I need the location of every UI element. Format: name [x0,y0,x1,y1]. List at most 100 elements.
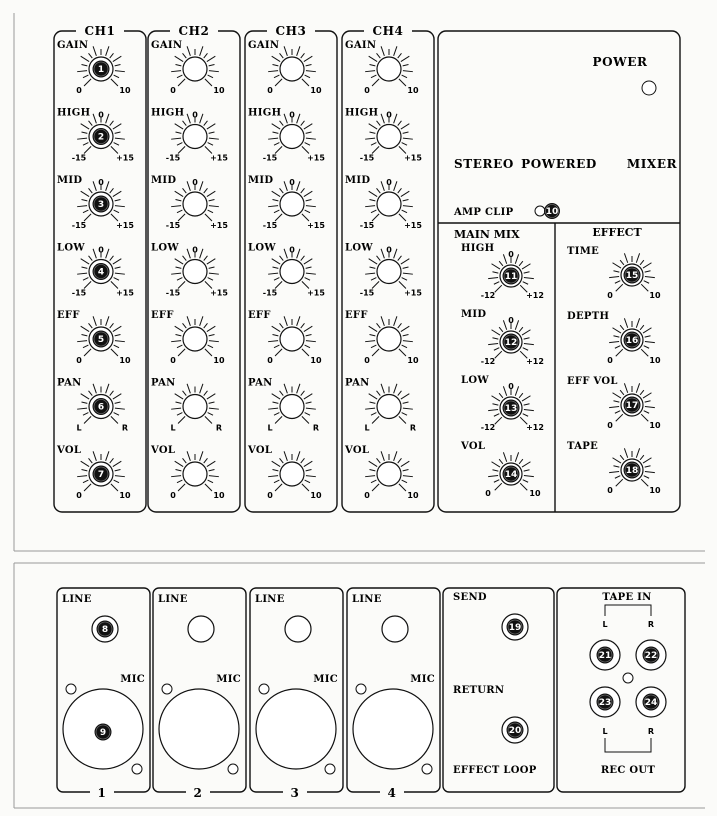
knob-tick [488,408,499,412]
knob-tick [279,188,284,194]
knob-tick [518,458,524,465]
knob-tick [300,53,305,59]
knob-low[interactable] [365,248,413,289]
knob-label-eff: EFF [151,310,174,321]
xlr-screw [161,683,173,695]
knob-tick [518,260,524,267]
xlr-screw [65,683,77,695]
knob-min-label: 0 [267,491,273,500]
xlr-jack[interactable] [352,688,434,770]
knob-mid[interactable] [268,181,316,222]
knob-low[interactable] [171,248,219,289]
knob-tick [305,334,312,337]
knob-tick [369,334,376,337]
knob-tick [279,458,284,464]
knob-tick [304,142,311,146]
callout-13: 13 [502,399,520,417]
knob-tick [619,324,625,331]
knob-tick [274,146,283,154]
knob-tick [371,281,380,289]
knob-vol[interactable] [171,451,219,492]
knob-eff[interactable] [171,316,219,357]
knob-tick [88,390,93,396]
knob-min-label: 0 [267,356,273,365]
knob-tick [175,266,182,269]
knob-tick [380,181,385,191]
callout-ring [97,621,113,637]
knob-tick [613,335,620,338]
knob-tick [199,316,204,326]
knob-max-label: +15 [116,154,134,163]
knob-max-label: 10 [213,491,225,500]
knob-gain[interactable] [365,46,413,87]
power-led[interactable] [641,80,657,96]
knob-tick [402,137,413,140]
knob-max-label: R [216,424,222,433]
effect-loop-label: EFFECT LOOP [453,765,537,776]
knob-tick [110,213,119,222]
knob-body [376,191,402,217]
callout-number: 2 [98,133,104,143]
knob-tick [514,386,520,396]
knob-tick [114,272,125,275]
knob-tick [114,407,125,410]
knob-eff[interactable] [268,316,316,357]
knob-vol[interactable] [268,451,316,492]
line-jack[interactable] [381,615,409,643]
knob-tick [304,209,311,214]
knob-pan[interactable] [171,383,219,424]
knob-tick [273,412,280,416]
xlr-screw [421,763,433,775]
knob-body [279,326,305,352]
knob-eff[interactable] [365,316,413,357]
knob-tick [401,412,408,416]
knob-tick [109,53,114,59]
line-jack[interactable] [284,615,312,643]
knob-vol[interactable] [365,451,413,492]
knob-tick [398,281,407,289]
knob-tick [521,329,531,336]
knob-tick [283,248,288,259]
knob-tick [640,283,649,292]
knob-tick [110,146,119,154]
knob-mid[interactable] [171,181,219,222]
knob-high[interactable] [171,113,219,154]
knob-gain[interactable] [268,46,316,87]
knob-max-label: 10 [649,421,661,430]
knob-tick [77,205,88,208]
knob-high[interactable] [365,113,413,154]
callout-disc [596,646,614,664]
knob-tick [393,316,398,326]
callout-20: 20 [506,721,524,739]
knob-pan[interactable] [365,383,413,424]
knob-tick [81,469,88,472]
knob-tick [644,470,655,474]
callout-14: 14 [502,465,520,483]
line-jack[interactable] [187,615,215,643]
knob-low[interactable] [268,248,316,289]
knob-tick [370,142,377,146]
xlr-jack[interactable] [158,688,240,770]
knob-tick [519,482,528,491]
xlr-jack[interactable] [255,688,337,770]
callout-ring [503,334,519,350]
callout-ring [503,400,519,416]
knob-tick [639,259,645,266]
knob-tick [199,181,204,191]
knob-tick [376,458,381,464]
knob-tick [77,272,88,275]
knob-pan[interactable] [268,383,316,424]
knob-gain[interactable] [171,46,219,87]
callout-19: 19 [506,618,524,636]
knob-tick [402,131,409,134]
knob-tick [208,334,215,337]
knob-high[interactable] [268,113,316,154]
knob-tick [83,78,92,87]
knob-tick [623,448,629,458]
knob-mid[interactable] [365,181,413,222]
knob-tick [105,113,110,124]
knob-tick [521,263,531,270]
knob-max-label: +15 [210,289,228,298]
knob-tick [398,483,407,492]
